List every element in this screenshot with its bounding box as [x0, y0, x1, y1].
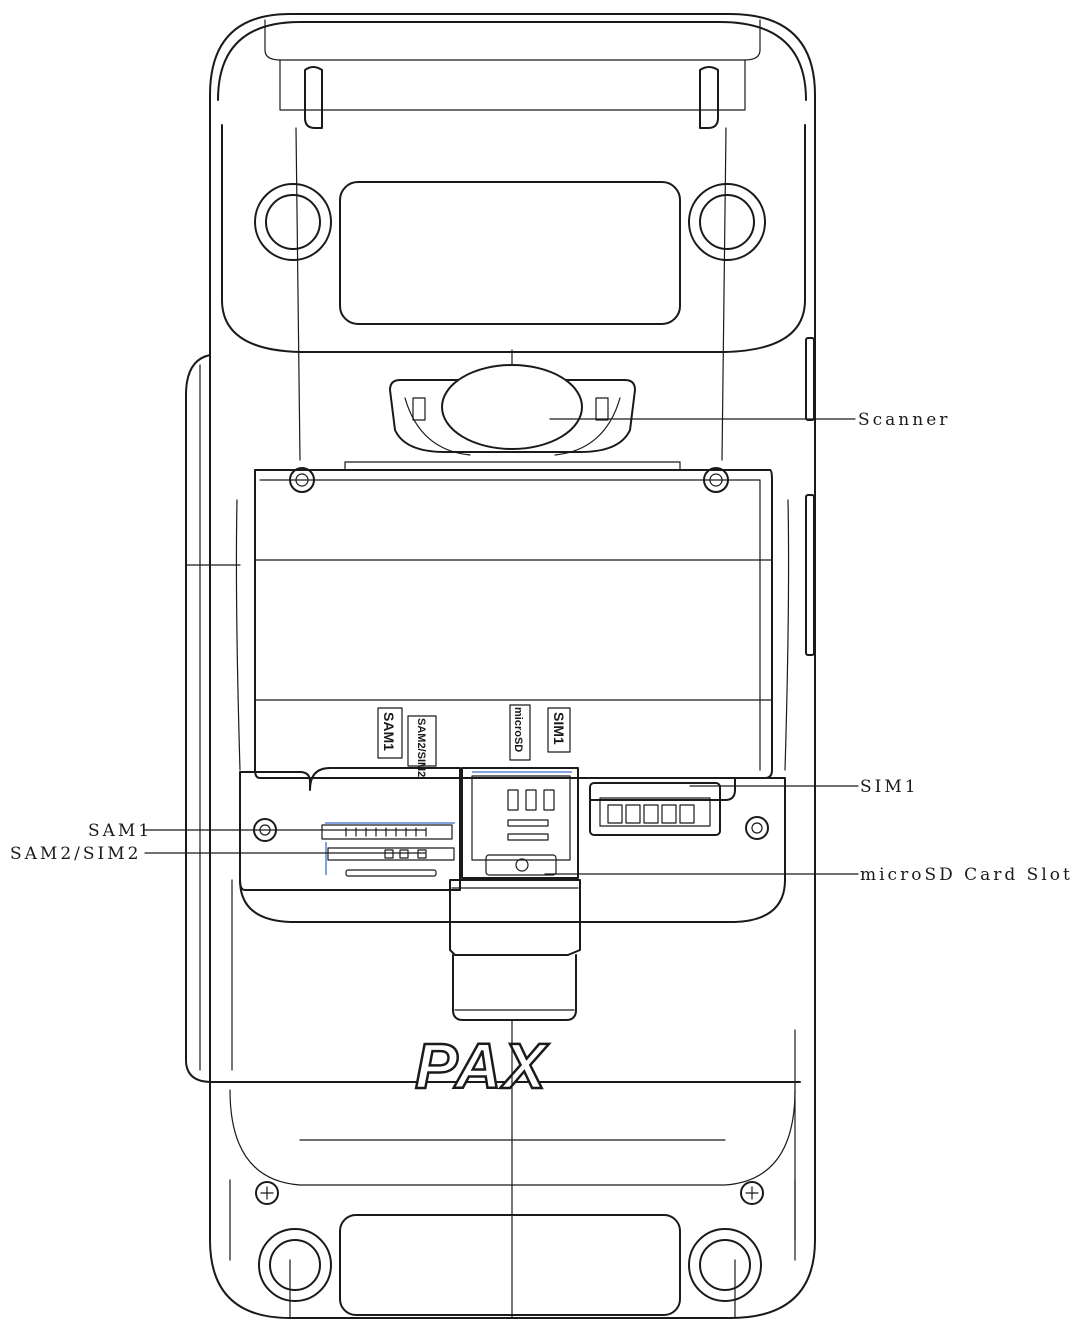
callout-microsd: microSD Card Slot [544, 865, 1073, 885]
callout-sam1-label: SAM1 [88, 821, 152, 841]
marking-sim1: SIM1 [547, 707, 571, 753]
callout-scanner: Scanner [549, 410, 950, 430]
brand-logo-text: PAX [415, 1030, 549, 1102]
pull-tab [449, 879, 581, 1021]
marking-sam1-text: SAM1 [381, 712, 397, 751]
slot-markings: SAM1 SAM2/SIM2 microSD SIM1 [377, 704, 571, 777]
pax-logo: PAX [414, 1029, 549, 1104]
device-housing [185, 13, 816, 1319]
battery-bay [235, 461, 790, 779]
sam1-slot [321, 822, 455, 840]
callout-sam1: SAM1 [88, 821, 426, 841]
callouts: Scanner SIM1 SAM1 SAM2/SIM2 microSD Card… [10, 410, 1073, 885]
callout-sam2-sim2: SAM2/SIM2 [10, 844, 426, 864]
callout-scanner-label: Scanner [858, 410, 950, 430]
marking-microsd-text: microSD [512, 707, 524, 752]
marking-sam2-sim2-text: SAM2/SIM2 [415, 718, 427, 777]
bottom-details [255, 1181, 764, 1316]
callout-sim1: SIM1 [689, 777, 919, 797]
card-compartment [239, 767, 786, 1021]
marking-sam1: SAM1 [377, 707, 403, 759]
marking-sam2-sim2: SAM2/SIM2 [407, 715, 437, 777]
microsd-sim1-holder [461, 767, 579, 879]
sim1-connector [589, 782, 721, 836]
top-window [254, 181, 766, 325]
scanner-module [389, 349, 636, 456]
marking-sim1-text: SIM1 [551, 712, 567, 745]
callout-sam2-sim2-label: SAM2/SIM2 [10, 844, 141, 864]
callout-microsd-label: microSD Card Slot [860, 865, 1073, 885]
sam2-sim2-slot [325, 842, 455, 877]
marking-microsd: microSD [509, 704, 531, 761]
callout-sim1-label: SIM1 [860, 777, 919, 797]
